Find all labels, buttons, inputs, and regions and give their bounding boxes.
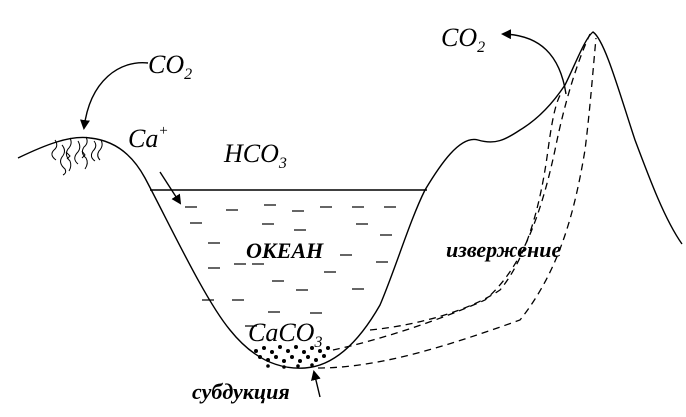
magma-path-upper: [369, 91, 563, 331]
co2-uptake-arrow: [80, 62, 149, 130]
bicarbonate-label: HCO3: [223, 139, 287, 172]
ocean-water-dashes: [185, 204, 396, 327]
sediment-dots: [254, 345, 330, 369]
co2-right-label: CO2: [441, 23, 485, 56]
magma-path-inner: [317, 37, 597, 369]
weathering-marks: [51, 136, 103, 176]
magma-path-outer: [332, 33, 591, 351]
calcium-label: Ca+: [128, 123, 168, 153]
subduction-arrow: [311, 370, 321, 398]
ocean-label: ОКЕАН: [246, 238, 324, 263]
terrain-outline: [17, 31, 683, 369]
eruption-label: извержение: [446, 237, 561, 262]
co2-release-arrow: [501, 29, 567, 95]
subduction-label: субдукция: [192, 379, 290, 404]
co2-left-label: CO2: [148, 50, 192, 83]
caco3-label: CaCO3: [248, 318, 322, 351]
calcium-inflow-arrow: [159, 171, 182, 205]
